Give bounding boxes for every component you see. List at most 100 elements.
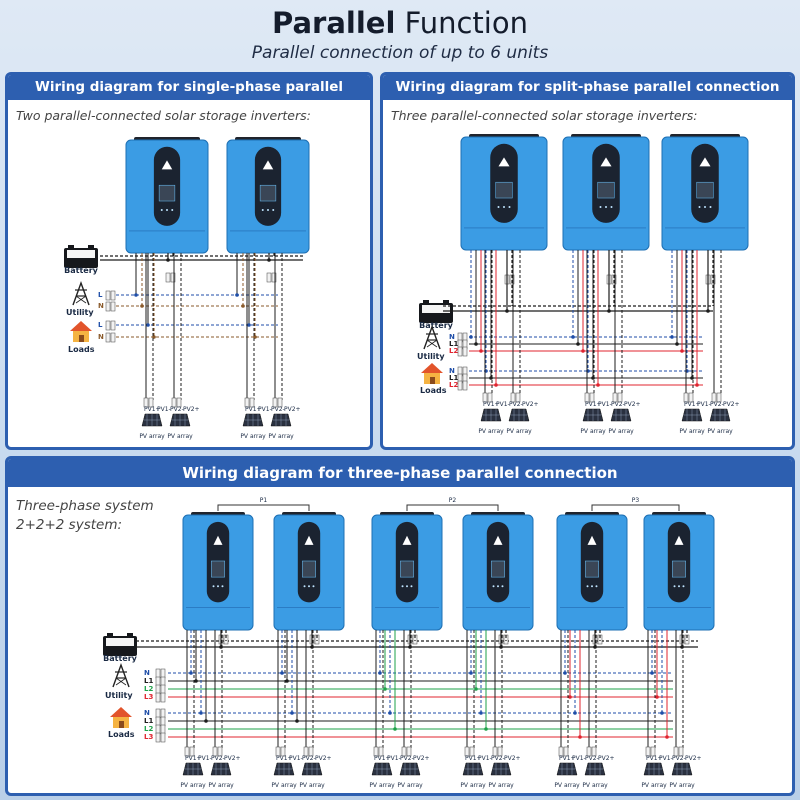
line-label: N	[144, 709, 150, 717]
inverter-led	[503, 206, 505, 209]
breaker-icon	[212, 746, 223, 757]
inverter-seam	[129, 230, 205, 232]
line-label: L3	[144, 693, 153, 701]
pv-label: PV1+	[646, 755, 663, 762]
inverter-led	[709, 206, 712, 209]
breaker-icon	[673, 746, 684, 757]
breaker	[510, 392, 516, 403]
pv-label: PV1-	[659, 755, 673, 762]
inverter-icon	[273, 512, 345, 631]
breaker	[683, 392, 689, 403]
inverter-seam	[464, 227, 544, 229]
breaker-icon	[482, 392, 493, 403]
pv-label: PV1-	[157, 406, 171, 413]
solar-panel-icon	[141, 413, 163, 427]
pv-label: PV2+	[522, 401, 539, 408]
breaker-icon	[592, 634, 603, 645]
junction-dot	[474, 342, 478, 346]
inverter-led	[678, 585, 680, 588]
breaker	[464, 746, 470, 757]
breaker	[462, 380, 468, 391]
split-phase-title: Wiring diagram for split-phase parallel …	[383, 75, 792, 100]
battery-label: Battery	[103, 654, 138, 663]
junction-dot	[285, 679, 289, 683]
breaker	[105, 290, 111, 301]
utility-label: Utility	[417, 352, 445, 361]
inverter-led	[591, 585, 593, 588]
junction-dot	[204, 719, 208, 723]
junction-dot	[280, 671, 284, 675]
solar-panel-icon	[480, 408, 502, 422]
breaker	[406, 746, 412, 757]
breaker	[155, 708, 161, 719]
breaker	[155, 692, 161, 703]
battery-icon	[64, 245, 98, 268]
line-label: N	[449, 367, 455, 375]
junction-dot	[650, 671, 654, 675]
junction-dot	[383, 687, 387, 691]
house-door	[79, 335, 84, 342]
junction-dot	[706, 309, 710, 313]
breaker-icon	[266, 272, 277, 283]
inverter-icon	[562, 134, 650, 251]
title-bold: Parallel	[272, 6, 396, 40]
inverter-led	[303, 585, 306, 588]
pv-label: PV2+	[224, 755, 241, 762]
battery-terminal	[107, 633, 113, 636]
group-label: P2	[449, 497, 457, 504]
junction-dot	[573, 711, 577, 715]
breaker	[217, 746, 223, 757]
pv-array-label: PV array	[299, 782, 325, 789]
wire	[115, 677, 127, 686]
pv-label: PV2-	[611, 401, 625, 408]
junction-dot	[295, 719, 299, 723]
inverter-icon	[460, 134, 548, 251]
line-label: L2	[449, 381, 458, 389]
breaker	[160, 708, 166, 719]
breaker-icon	[584, 392, 595, 403]
group-bracket	[217, 504, 310, 511]
breaker	[155, 684, 161, 695]
inverter-seam	[560, 607, 624, 608]
solar-panel-icon	[610, 408, 632, 422]
pv-label: PV1+	[374, 755, 391, 762]
breaker	[277, 397, 283, 408]
pv-label: PV2+	[504, 755, 521, 762]
battery-icon	[103, 633, 137, 656]
breaker	[589, 392, 595, 403]
pv-label: PV2+	[183, 406, 200, 413]
breaker	[160, 692, 166, 703]
pv-array-label: PV array	[397, 782, 423, 789]
house-icon	[70, 321, 92, 342]
breaker	[591, 746, 597, 757]
junction-dot	[241, 304, 245, 308]
junction-dot	[152, 335, 156, 339]
junction-dot	[253, 335, 257, 339]
pv-label: PV1+	[276, 755, 293, 762]
pv-label: PV2-	[585, 755, 599, 762]
tower-frame	[423, 324, 441, 350]
inverter-seam	[230, 230, 306, 232]
junction-dot	[680, 349, 684, 353]
junction-dot	[578, 735, 582, 739]
junction-dot	[670, 335, 674, 339]
breaker	[462, 346, 468, 357]
solar-panel-icon	[399, 762, 421, 776]
breaker-icon	[155, 732, 166, 743]
breaker-icon	[155, 676, 166, 687]
pv-array-label: PV array	[240, 433, 266, 440]
pv-label: PV1-	[478, 755, 492, 762]
inverter-icon	[125, 137, 209, 254]
house-roof	[70, 321, 92, 331]
page-title: Parallel Function	[0, 4, 800, 42]
inverter-led	[610, 206, 613, 209]
inverter-led	[261, 209, 264, 212]
breaker	[249, 397, 255, 408]
inverter-display	[259, 184, 277, 202]
solar-panel-icon	[270, 413, 292, 427]
inverter-led	[272, 209, 275, 212]
inverter-logo	[213, 535, 223, 545]
inverter-led	[308, 585, 310, 588]
split-phase-diagram: BatteryUtilityLoadsNL1L2NL1L2PV1+PV1-PV2…	[417, 134, 749, 435]
inverter-icon	[556, 512, 628, 631]
